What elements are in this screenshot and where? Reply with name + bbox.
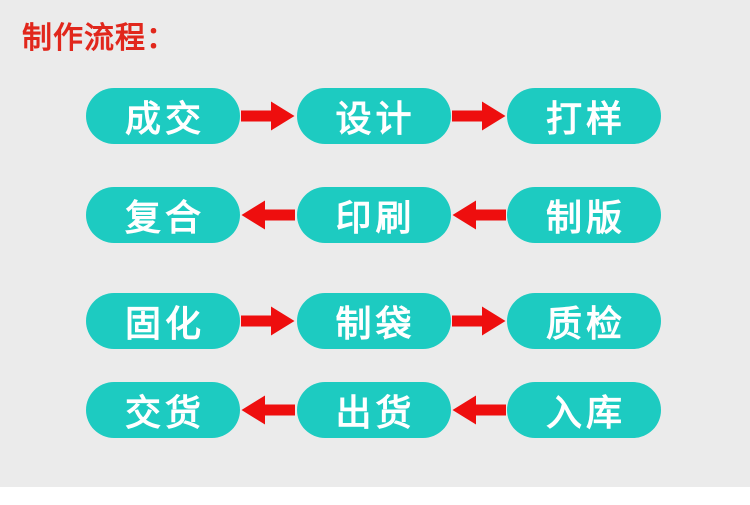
flow-step-pill: 制版 — [507, 187, 661, 243]
flow-step-pill: 交货 — [86, 382, 240, 438]
flow-row: 交货 出货 入库 — [86, 382, 661, 438]
flow-row: 复合 印刷 制版 — [86, 187, 661, 243]
arrow-right-icon — [241, 306, 295, 336]
arrow-right-icon — [241, 101, 295, 131]
arrow-box — [240, 293, 297, 349]
arrow-box — [451, 88, 508, 144]
arrow-left-icon — [452, 200, 506, 230]
flow-step-pill: 制袋 — [296, 293, 451, 349]
bottom-white-strip — [0, 487, 750, 505]
arrow-left-icon — [241, 395, 296, 425]
arrow-box — [451, 187, 508, 243]
flow-row: 固化 制袋 质检 — [86, 293, 661, 349]
flow-step-pill: 设计 — [296, 88, 451, 144]
arrow-left-icon — [241, 200, 296, 230]
arrow-box — [240, 187, 297, 243]
arrow-box — [240, 382, 297, 438]
flow-step-pill: 成交 — [86, 88, 240, 144]
arrow-box — [451, 293, 508, 349]
flow-step-pill: 复合 — [86, 187, 240, 243]
arrow-left-icon — [452, 395, 506, 425]
flow-step-pill: 出货 — [296, 382, 451, 438]
flow-step-pill: 打样 — [507, 88, 661, 144]
arrow-right-icon — [451, 101, 506, 131]
arrow-box — [451, 382, 508, 438]
page-title: 制作流程： — [22, 22, 177, 55]
arrow-right-icon — [451, 306, 506, 336]
flow-step-pill: 入库 — [507, 382, 661, 438]
flow-step-pill: 印刷 — [296, 187, 451, 243]
arrow-box — [240, 88, 297, 144]
flow-step-pill: 质检 — [507, 293, 661, 349]
flow-row: 成交 设计 打样 — [86, 88, 661, 144]
flow-step-pill: 固化 — [86, 293, 240, 349]
